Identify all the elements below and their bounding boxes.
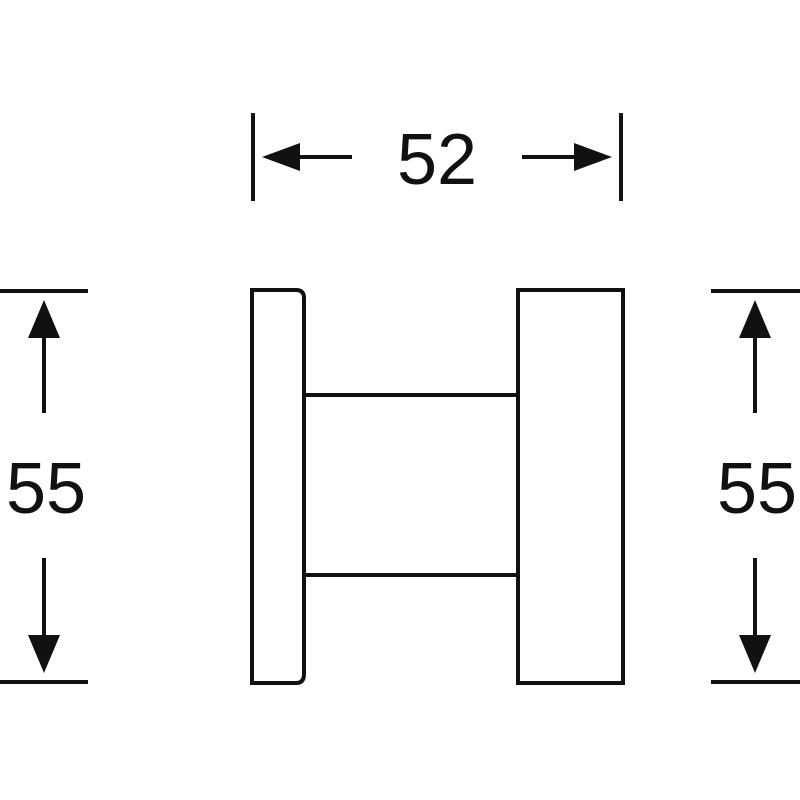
right-plate bbox=[516, 288, 625, 685]
height-dimension-left: 55 bbox=[0, 289, 88, 684]
height-left-arrowhead-up bbox=[28, 300, 60, 338]
left-plate bbox=[250, 288, 306, 685]
height-left-label: 55 bbox=[6, 449, 86, 529]
door-handle-drawing bbox=[250, 288, 625, 685]
width-arrowhead-right bbox=[574, 143, 612, 171]
height-right-arrowhead-down bbox=[739, 635, 771, 673]
height-dimension-right: 55 bbox=[711, 289, 800, 684]
height-right-arrowhead-up bbox=[739, 300, 771, 338]
connector-bar bbox=[302, 393, 520, 577]
height-right-label: 55 bbox=[717, 449, 797, 529]
height-left-arrowhead-down bbox=[28, 635, 60, 673]
width-label: 52 bbox=[397, 120, 477, 200]
width-dimension: 52 bbox=[251, 113, 623, 201]
width-arrowhead-left bbox=[262, 143, 300, 171]
